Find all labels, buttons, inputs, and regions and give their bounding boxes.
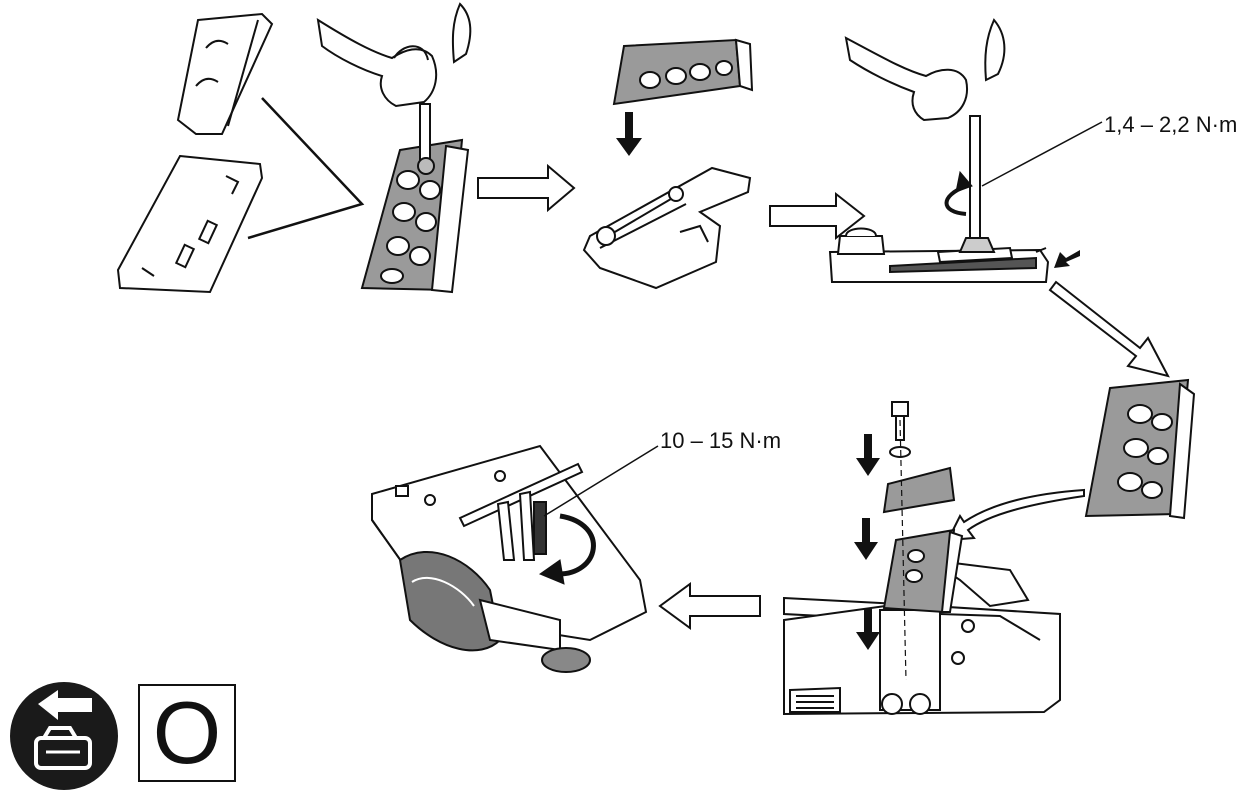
badge-symbol: O bbox=[152, 683, 222, 782]
hand-with-screwdriver bbox=[316, 2, 472, 175]
arrow-step-3-to-4 bbox=[769, 191, 866, 241]
torque-label-large: 10 – 15 N·m bbox=[660, 428, 781, 453]
torque-leader-1 bbox=[981, 121, 1103, 187]
pointer-lines bbox=[247, 97, 365, 240]
assembled-blade bbox=[1084, 378, 1196, 520]
narrow-blade bbox=[176, 12, 274, 135]
down-arrows-step-6 bbox=[854, 434, 880, 650]
remove-battery-icon bbox=[10, 682, 118, 790]
hex-wrench bbox=[458, 462, 584, 561]
badge-box: O bbox=[138, 684, 236, 782]
blade-on-gauge bbox=[360, 138, 470, 294]
torque-leader-2 bbox=[543, 445, 659, 517]
wide-blade bbox=[116, 154, 264, 294]
arrow-step-2-to-3 bbox=[477, 163, 576, 213]
assembly-axis bbox=[899, 419, 907, 681]
arrow-step-5-to-6 bbox=[946, 488, 1085, 542]
hand-tightening bbox=[844, 18, 1006, 239]
push-arrow-step-4 bbox=[1054, 250, 1080, 268]
rotate-arrow-step-4 bbox=[944, 170, 973, 216]
screw-part bbox=[889, 401, 911, 458]
gauge-plate bbox=[582, 166, 752, 290]
rotate-arrow-step-7 bbox=[538, 513, 596, 585]
clamp-plate bbox=[882, 466, 956, 514]
gauge-side-view bbox=[828, 227, 1050, 283]
down-arrow-step-3 bbox=[616, 112, 642, 156]
torque-label-small: 1,4 – 2,2 N·m bbox=[1104, 112, 1237, 137]
blade-lowered bbox=[612, 38, 754, 106]
arrow-step-4-to-5 bbox=[1048, 280, 1170, 378]
arrow-step-6-to-7 bbox=[658, 582, 761, 630]
blade-into-drum bbox=[882, 528, 964, 614]
